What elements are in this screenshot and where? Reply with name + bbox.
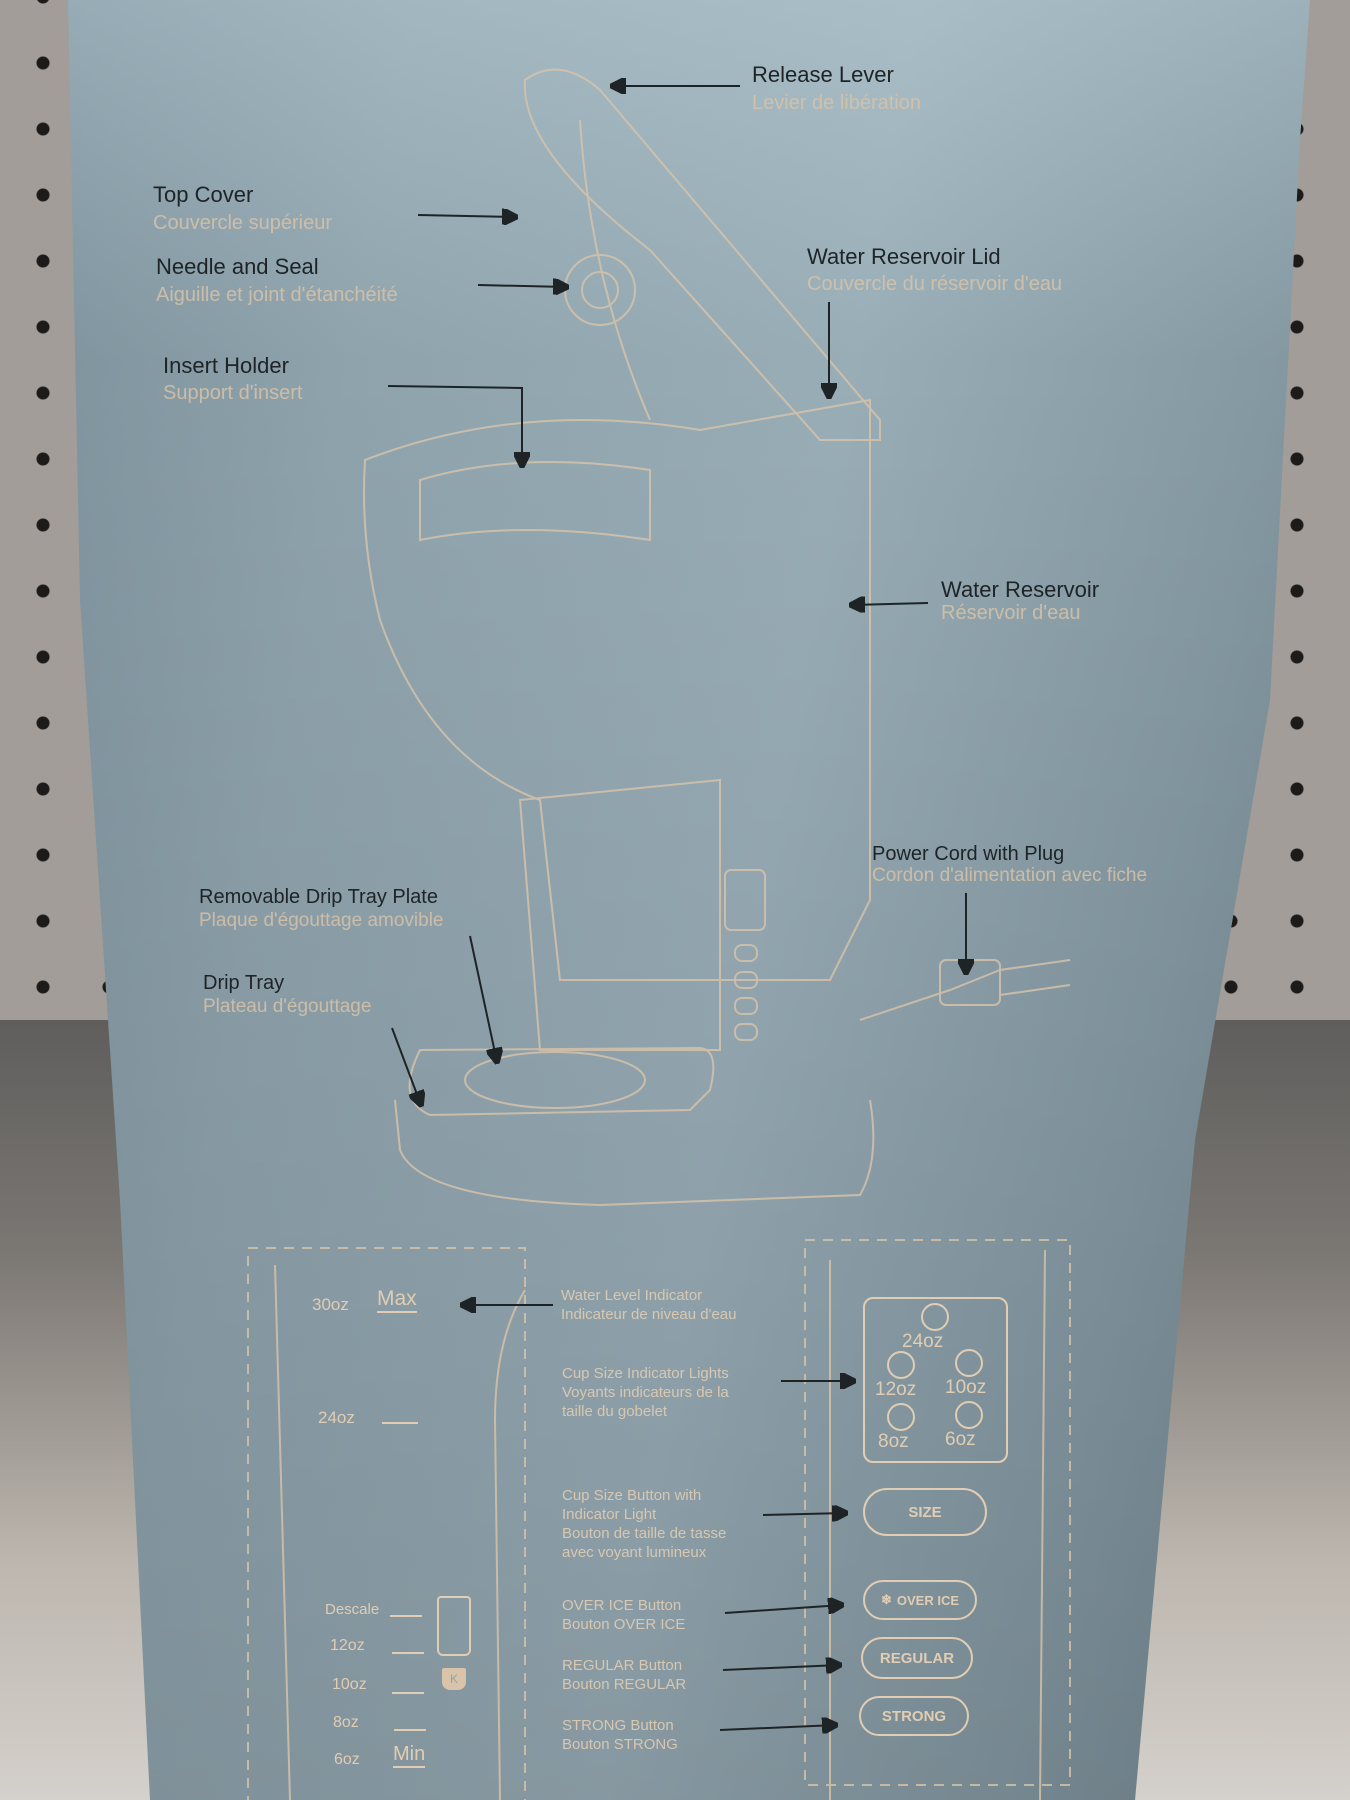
- snowflake-icon: ❄: [880, 1592, 892, 1607]
- drip-plate-label: Removable Drip Tray Plate: [199, 886, 438, 908]
- reservoir-label-fr: Réservoir d'eau: [941, 602, 1081, 624]
- over-ice-button-illustration: ❄OVER ICE: [863, 1580, 977, 1620]
- tick-mark: [394, 1729, 426, 1731]
- led-label-24oz: 24oz: [902, 1331, 944, 1352]
- regular-button-illustration: REGULAR: [861, 1637, 973, 1679]
- top-cover-label: Top Cover: [153, 182, 254, 207]
- needle-seal-label: Needle and Seal: [156, 254, 319, 279]
- drip-tray-label-fr: Plateau d'égouttage: [203, 996, 372, 1017]
- led-label-6oz: 6oz: [945, 1429, 976, 1450]
- drip-plate-label-fr: Plaque d'égouttage amovible: [199, 910, 444, 931]
- indicator-light-panel: 24oz 12oz 10oz 8oz 6oz: [863, 1297, 1008, 1463]
- level-30oz: 30oz: [312, 1295, 349, 1314]
- level-6oz: 6oz: [334, 1751, 360, 1768]
- needle-seal-label-fr: Aiguille et joint d'étanchéité: [156, 284, 398, 306]
- led-6oz: [955, 1401, 983, 1429]
- level-12oz: 12oz: [330, 1637, 365, 1654]
- power-cord-label: Power Cord with Plug: [872, 843, 1065, 865]
- level-24oz: 24oz: [318, 1408, 355, 1427]
- release-lever-label: Release Lever: [752, 62, 894, 87]
- release-lever-label-fr: Levier de libération: [752, 92, 921, 114]
- level-descale: Descale: [325, 1601, 380, 1618]
- led-label-12oz: 12oz: [875, 1379, 917, 1400]
- reservoir-lid-label: Water Reservoir Lid: [807, 244, 1001, 269]
- led-10oz: [955, 1349, 983, 1377]
- tick-mark: [382, 1422, 418, 1424]
- tick-mark: [392, 1692, 424, 1694]
- reservoir-lid-label-fr: Couvercle du réservoir d'eau: [807, 273, 1063, 295]
- led-label-10oz: 10oz: [945, 1377, 987, 1398]
- tick-mark: [390, 1615, 422, 1617]
- top-cover-label-fr: Couvercle supérieur: [153, 212, 332, 234]
- led-label-8oz: 8oz: [878, 1431, 909, 1452]
- level-10oz: 10oz: [332, 1676, 367, 1693]
- insert-holder-label: Insert Holder: [163, 353, 289, 378]
- level-8oz: 8oz: [333, 1714, 359, 1731]
- tick-mark: [392, 1652, 424, 1654]
- strong-button-illustration: STRONG: [859, 1696, 969, 1736]
- drip-tray-label: Drip Tray: [203, 972, 285, 994]
- level-min: Min: [393, 1743, 426, 1768]
- led-8oz: [887, 1403, 915, 1431]
- pod-icon: K: [442, 1668, 466, 1690]
- led-12oz: [887, 1351, 915, 1379]
- led-24oz: [921, 1303, 949, 1331]
- insert-holder-label-fr: Support d'insert: [163, 382, 303, 404]
- level-max: Max: [377, 1287, 417, 1313]
- cup-icon: [437, 1596, 471, 1656]
- power-cord-label-fr: Cordon d'alimentation avec fiche: [872, 865, 1148, 886]
- size-button-illustration: SIZE: [863, 1488, 987, 1536]
- reservoir-label: Water Reservoir: [941, 577, 1100, 602]
